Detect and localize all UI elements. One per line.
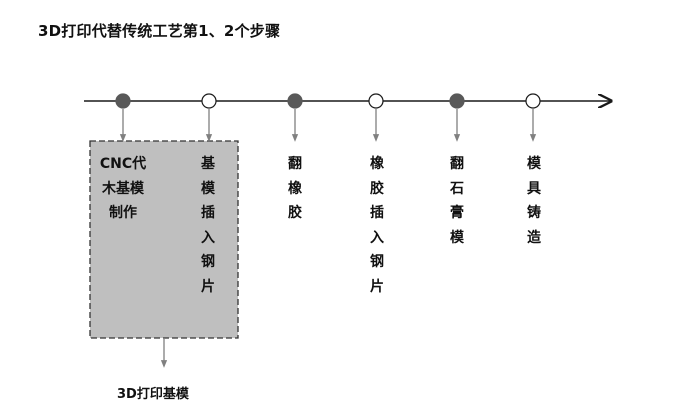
- timeline-node-filled: [115, 93, 131, 109]
- timeline-node-hollow: [368, 93, 384, 109]
- timeline-node-filled: [449, 93, 465, 109]
- step-label-plaster-mold: 翻石膏模: [450, 156, 464, 246]
- step-label-cnc-base-mold: CNC代木基模制作: [99, 156, 147, 222]
- replacement-label: 3D打印基模: [117, 387, 189, 402]
- replaced-steps-box: [89, 140, 239, 339]
- step-label-insert-steel-into-base: 基模插入钢片: [201, 156, 215, 295]
- diagram-title: 3D打印代替传统工艺第1、2个步骤: [38, 22, 281, 40]
- step-label-rubber-mold: 翻橡胶: [288, 156, 302, 222]
- step-label-mold-casting: 模具铸造: [527, 156, 541, 246]
- timeline-node-hollow: [201, 93, 217, 109]
- timeline-node-filled: [287, 93, 303, 109]
- step-label-insert-steel-into-rubber: 橡胶插入钢片: [370, 156, 384, 295]
- timeline-node-hollow: [525, 93, 541, 109]
